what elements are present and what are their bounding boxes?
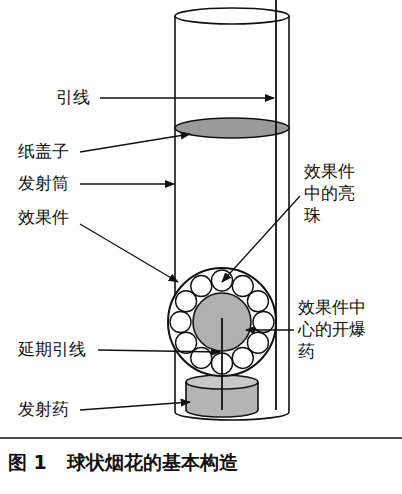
part-label: 纸盖子 bbox=[18, 140, 69, 162]
part-label: 引线 bbox=[56, 86, 90, 108]
paper-lid bbox=[175, 118, 289, 138]
leader-line bbox=[98, 350, 220, 352]
part-label: 效果件 bbox=[18, 206, 69, 228]
part-label: 效果件 中的亮 珠 bbox=[304, 160, 360, 226]
part-label: 发射药 bbox=[18, 398, 69, 420]
caption-rule bbox=[0, 437, 402, 439]
leader-line bbox=[246, 329, 294, 330]
main-fuse bbox=[275, 0, 277, 410]
star-pellet bbox=[232, 347, 253, 368]
star-pellet bbox=[247, 291, 268, 312]
part-label: 效果件中 心的开爆 药 bbox=[298, 296, 371, 362]
tube-wall bbox=[288, 16, 290, 412]
star-pellet bbox=[176, 332, 197, 353]
leader-line bbox=[80, 134, 190, 152]
tube-top bbox=[175, 8, 289, 24]
star-pellet bbox=[170, 312, 191, 333]
leader-line bbox=[80, 183, 174, 184]
part-label: 延期引线 bbox=[18, 338, 86, 360]
leader-line bbox=[222, 196, 300, 282]
tube-wall bbox=[174, 16, 176, 412]
star-pellet bbox=[191, 276, 212, 297]
figure-caption: 图 1 球状烟花的基本构造 bbox=[8, 450, 238, 476]
leader-line bbox=[100, 97, 274, 98]
delay-fuse bbox=[221, 318, 223, 410]
part-label: 发射筒 bbox=[18, 172, 69, 194]
leader-line bbox=[80, 402, 190, 410]
leader-line bbox=[80, 224, 178, 282]
